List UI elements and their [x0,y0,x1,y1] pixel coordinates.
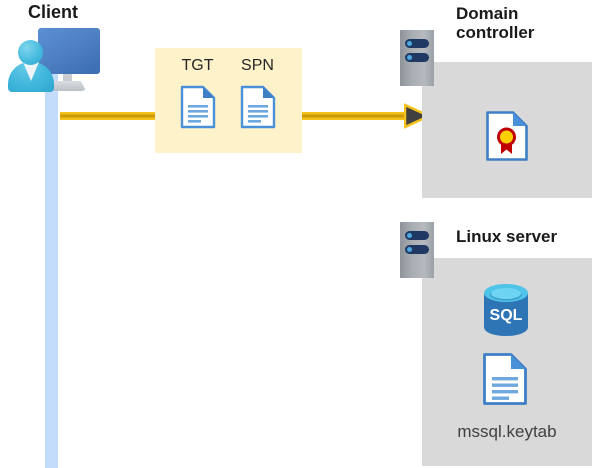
spn-label: SPN [241,57,274,74]
sql-database-label: SQL [490,307,523,324]
rack-bay-icon [405,39,429,48]
tgt-document-icon [180,85,216,129]
ticket-token-box [155,48,302,153]
request-arrow-head-icon [404,103,430,129]
certificate-document-icon [486,111,528,161]
spn-document-icon [240,85,276,129]
linux-server-title: Linux server [456,227,558,246]
linux-server-rack-icon [400,222,434,278]
monitor-neck-icon [63,74,72,83]
user-head-icon [18,40,43,65]
client-workstation-icon [6,26,102,92]
domain-controller-rack-icon [400,30,434,86]
monitor-base-icon [50,81,86,91]
tgt-label: TGT [181,57,214,74]
monitor-screen-icon [38,28,100,74]
keytab-filename-caption: mssql.keytab [457,422,557,441]
sql-database-icon: SQL [484,284,528,336]
rack-bay-icon [405,231,429,240]
rack-bay-icon [405,245,429,254]
rack-bay-icon [405,53,429,62]
client-lifeline [45,72,58,468]
domain-controller-title: Domain controller [456,4,535,43]
keytab-document-icon [483,353,527,405]
client-title: Client [28,2,79,22]
